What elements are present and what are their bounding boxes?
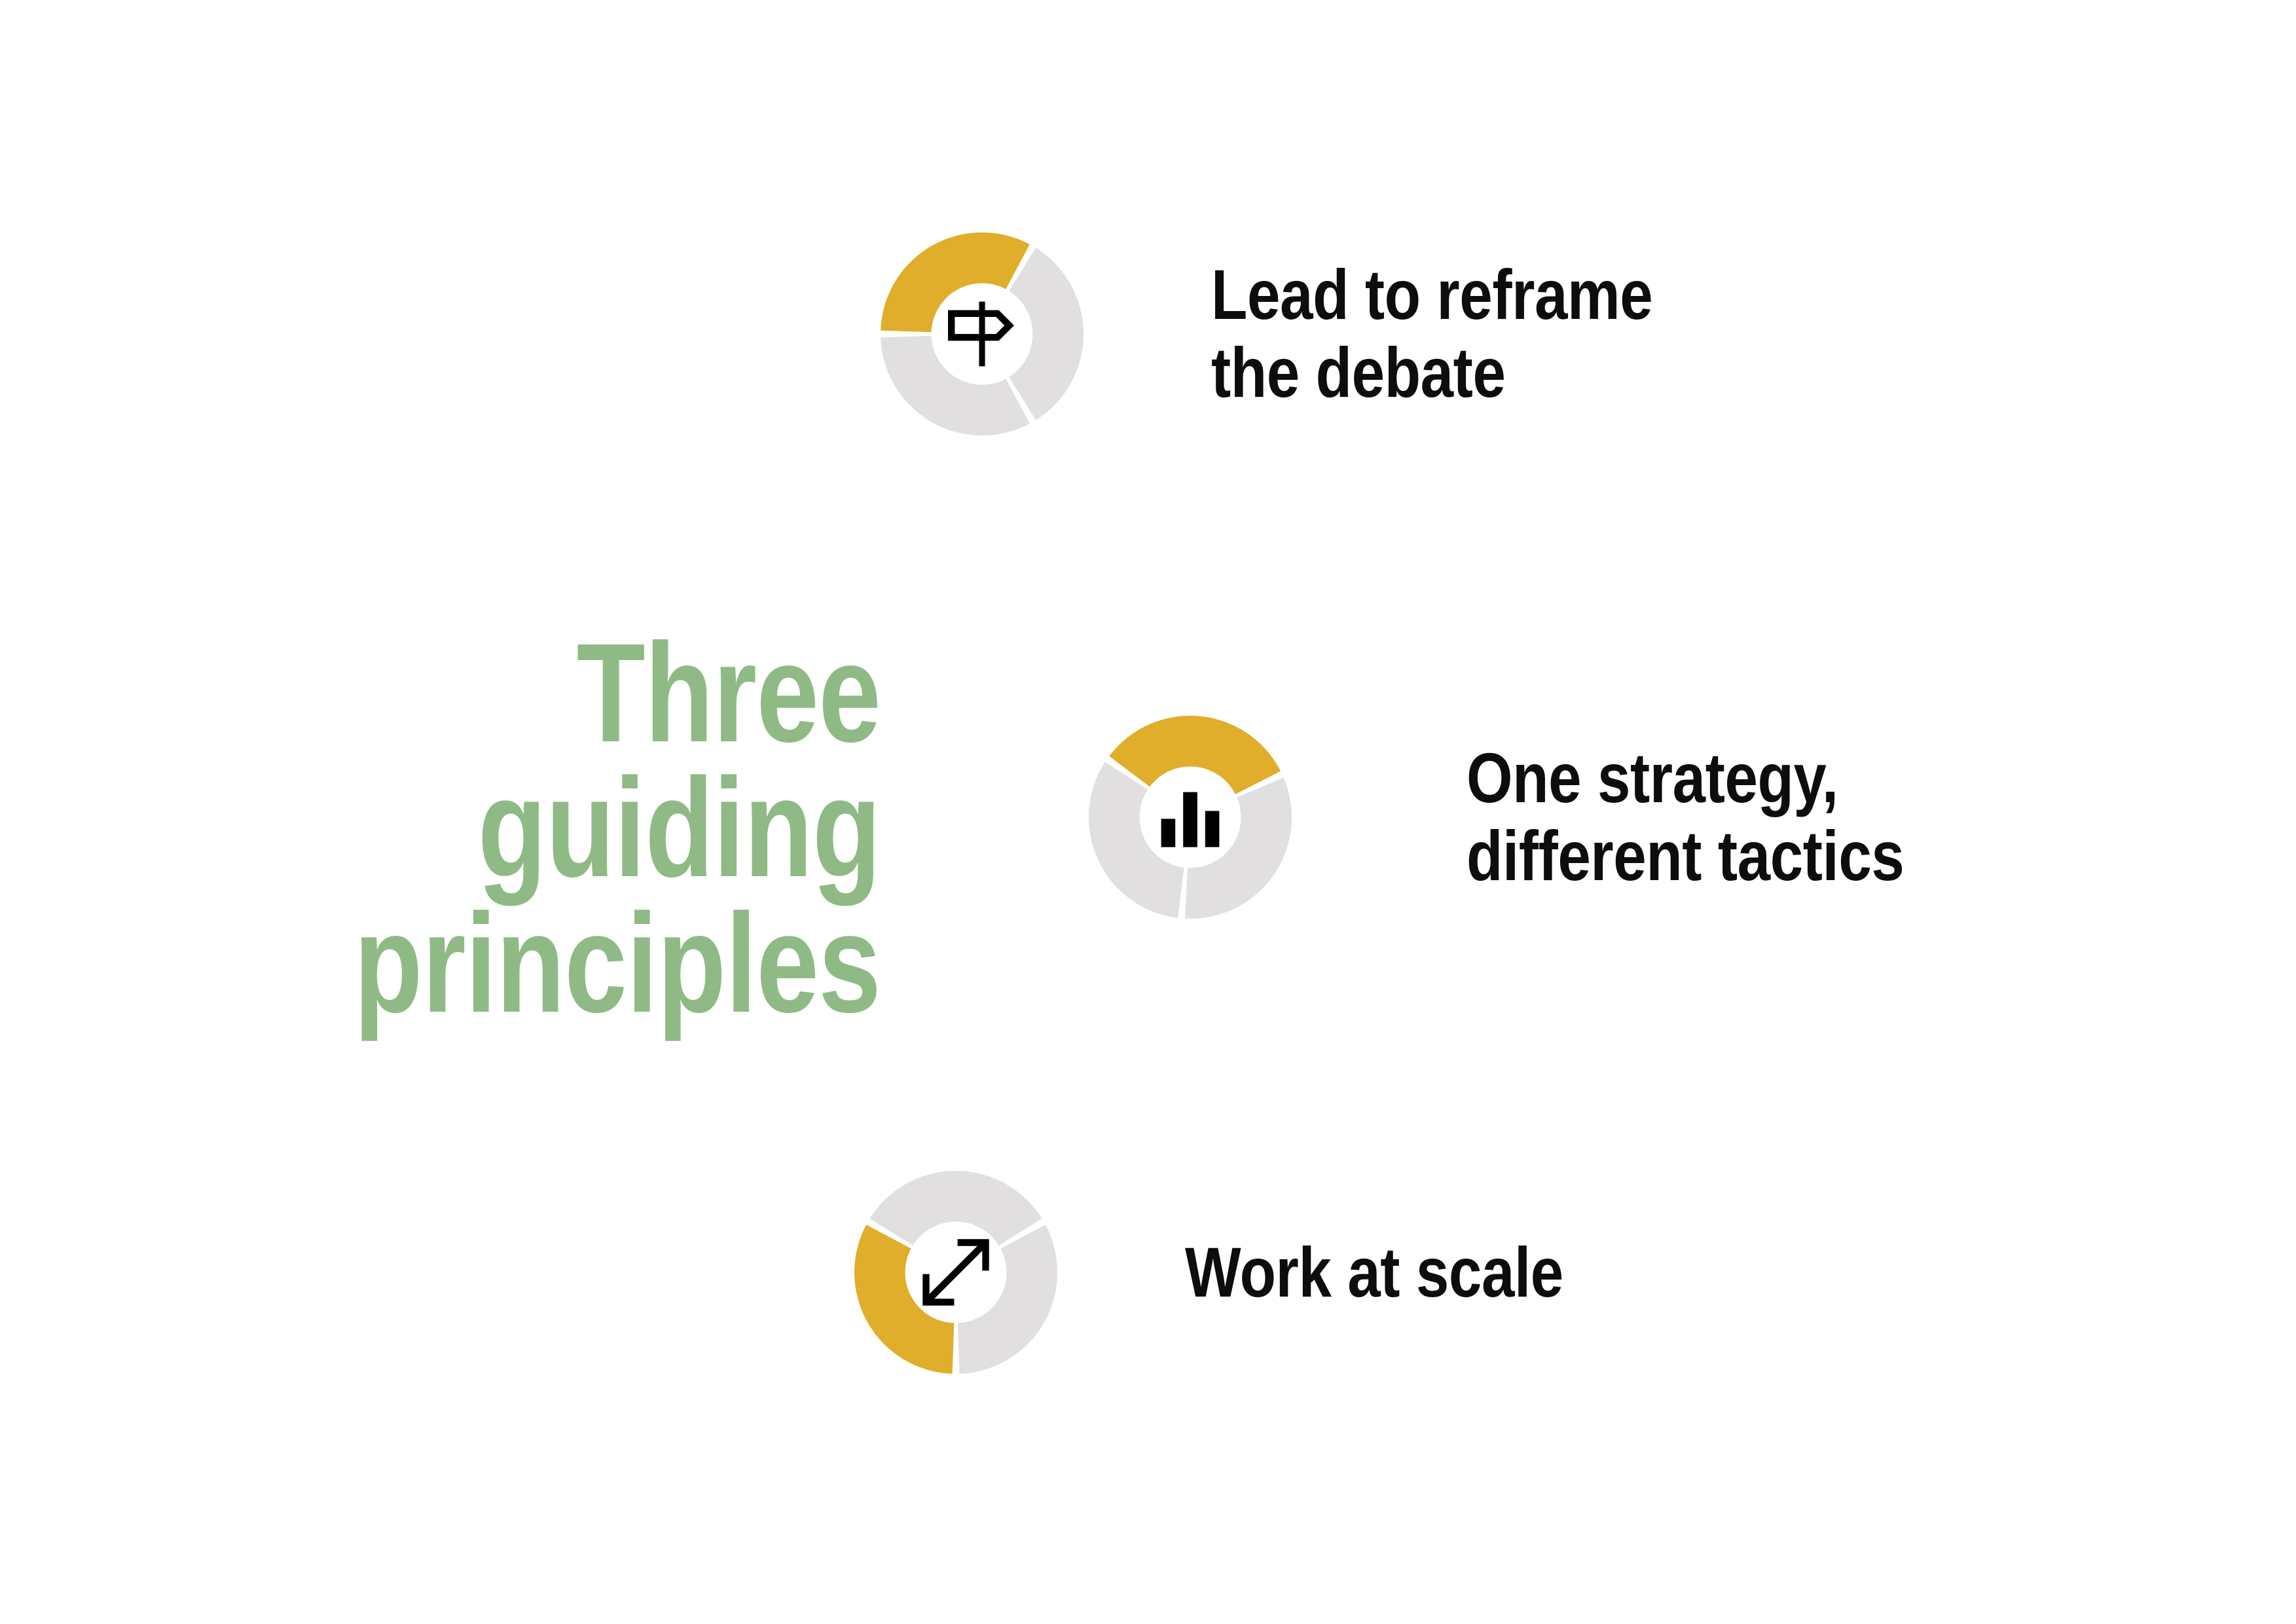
donut-svg-3: [854, 1170, 1058, 1374]
principle-item-work-at-scale[interactable]: Work at scale: [753, 1069, 1635, 1475]
donut-hole: [931, 283, 1033, 385]
donut-hole: [905, 1221, 1007, 1323]
donut-chart-lead-to-reframe[interactable]: [779, 131, 1185, 537]
principle-label-one-strategy: One strategy, different tactics: [1467, 738, 1904, 895]
page-title: Three guiding principles: [354, 614, 881, 1042]
principle-label-lead-to-reframe: Lead to reframe the debate: [1211, 255, 1653, 412]
donut-segment-grey: [982, 248, 1084, 420]
principle-item-lead-to-reframe[interactable]: Lead to reframe the debate: [779, 131, 1737, 537]
donut-svg-1: [881, 232, 1084, 436]
donut-svg-2: [1089, 715, 1292, 919]
donut-chart-one-strategy[interactable]: [987, 614, 1393, 1020]
principle-item-one-strategy[interactable]: One strategy, different tactics: [987, 614, 1988, 1020]
donut-hole: [1139, 766, 1241, 868]
donut-segment-grey: [869, 1170, 1042, 1272]
principle-label-work-at-scale: Work at scale: [1185, 1232, 1563, 1312]
donut-chart-work-at-scale[interactable]: [753, 1069, 1159, 1475]
donut-segment-highlight: [1109, 715, 1281, 817]
